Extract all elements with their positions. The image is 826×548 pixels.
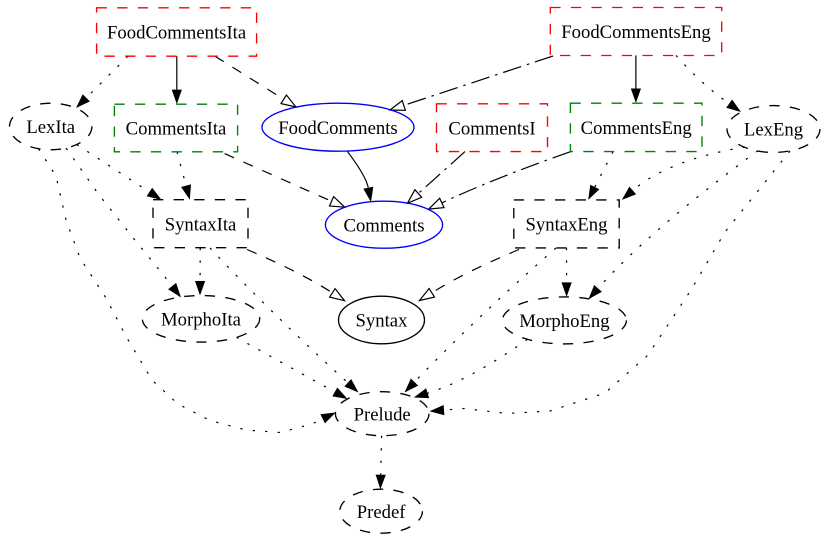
svg-text:CommentsEng: CommentsEng <box>581 118 692 139</box>
svg-text:Syntax: Syntax <box>356 311 409 332</box>
svg-text:MorphoEng: MorphoEng <box>519 311 609 332</box>
svg-text:FoodComments: FoodComments <box>278 118 397 139</box>
svg-text:LexIta: LexIta <box>26 117 75 138</box>
svg-text:SyntaxEng: SyntaxEng <box>525 215 607 236</box>
svg-text:Predef: Predef <box>357 502 407 523</box>
svg-text:Comments: Comments <box>344 215 425 236</box>
svg-text:CommentsI: CommentsI <box>448 118 535 139</box>
svg-text:MorphoIta: MorphoIta <box>161 310 242 331</box>
svg-text:CommentsIta: CommentsIta <box>126 119 227 140</box>
svg-text:SyntaxIta: SyntaxIta <box>165 214 237 235</box>
svg-text:Prelude: Prelude <box>354 404 411 425</box>
svg-text:FoodCommentsEng: FoodCommentsEng <box>561 22 711 43</box>
svg-text:LexEng: LexEng <box>744 120 803 141</box>
svg-text:FoodCommentsIta: FoodCommentsIta <box>107 23 247 44</box>
